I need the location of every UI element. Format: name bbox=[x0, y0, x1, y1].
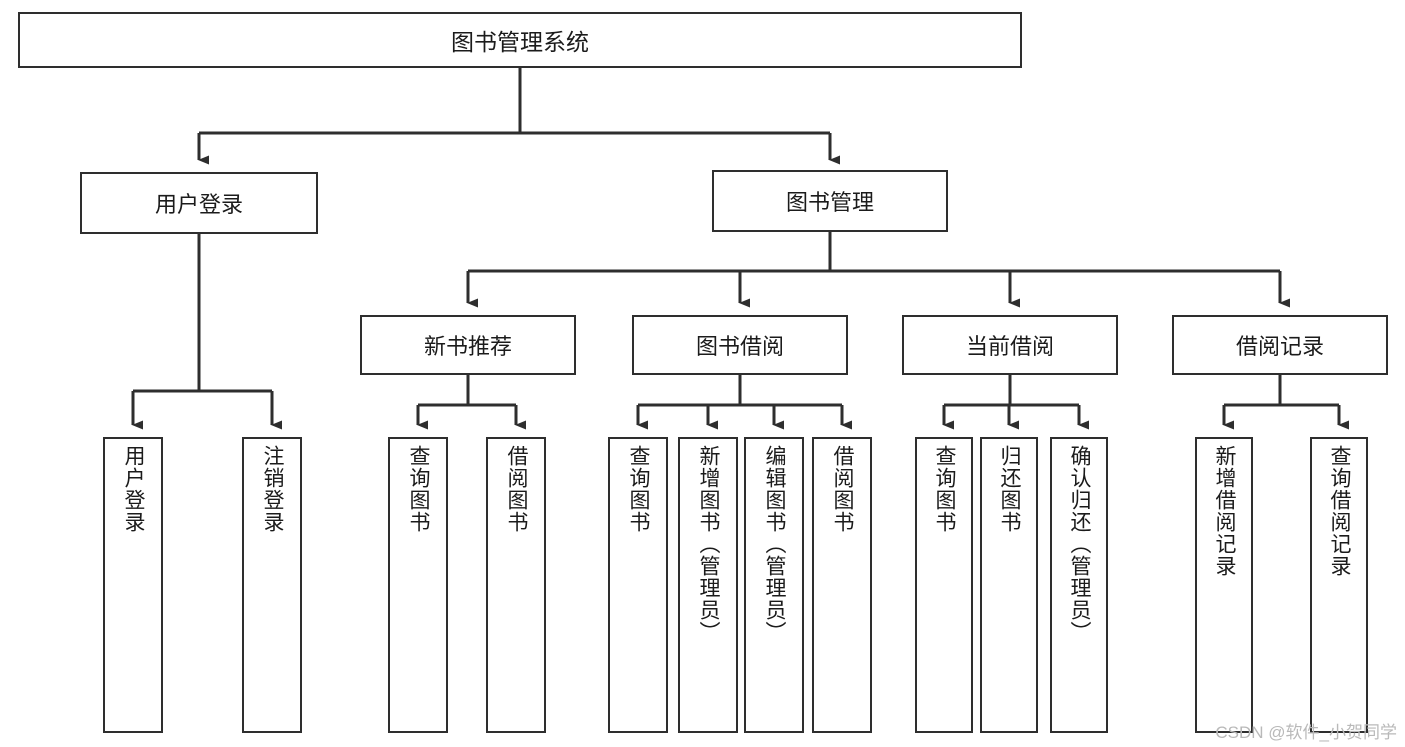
node-leaf-query-record[interactable]: 查询借阅记录 bbox=[1310, 437, 1368, 733]
node-label: 查询借阅记录 bbox=[1328, 445, 1352, 577]
node-leaf-edit-book[interactable]: 编辑图书（管理员） bbox=[744, 437, 804, 733]
node-label: 编辑图书（管理员） bbox=[763, 445, 787, 643]
node-label: 用户登录 bbox=[154, 192, 243, 217]
node-label: 确认归还（管理员） bbox=[1068, 445, 1092, 643]
node-leaf-user-login[interactable]: 用户登录 bbox=[103, 437, 163, 733]
node-leaf-borrow-book-rec[interactable]: 借阅图书 bbox=[486, 437, 546, 733]
node-label: 图书借阅 bbox=[695, 334, 784, 359]
node-label: 借阅图书 bbox=[505, 445, 529, 533]
node-label: 图书管理系统 bbox=[451, 29, 589, 55]
node-label: 图书管理 bbox=[785, 190, 874, 215]
node-label: 当前借阅 bbox=[965, 334, 1054, 359]
node-book-manage[interactable]: 图书管理 bbox=[712, 170, 948, 232]
node-leaf-confirm-return[interactable]: 确认归还（管理员） bbox=[1050, 437, 1108, 733]
node-label: 新书推荐 bbox=[423, 334, 512, 359]
node-leaf-return-book[interactable]: 归还图书 bbox=[980, 437, 1038, 733]
node-label: 借阅图书 bbox=[831, 445, 855, 533]
node-leaf-query-book-rec[interactable]: 查询图书 bbox=[388, 437, 448, 733]
node-leaf-query-book[interactable]: 查询图书 bbox=[608, 437, 668, 733]
node-leaf-borrow-book[interactable]: 借阅图书 bbox=[812, 437, 872, 733]
node-root-title[interactable]: 图书管理系统 bbox=[18, 12, 1022, 68]
node-label: 用户登录 bbox=[122, 445, 146, 533]
node-label: 查询图书 bbox=[627, 445, 651, 533]
node-label: 新增图书（管理员） bbox=[697, 445, 721, 643]
node-new-book-rec[interactable]: 新书推荐 bbox=[360, 315, 576, 375]
node-borrow-record[interactable]: 借阅记录 bbox=[1172, 315, 1388, 375]
node-label: 归还图书 bbox=[998, 445, 1022, 533]
node-label: 查询图书 bbox=[933, 445, 957, 533]
node-current-borrow[interactable]: 当前借阅 bbox=[902, 315, 1118, 375]
node-leaf-add-book[interactable]: 新增图书（管理员） bbox=[678, 437, 738, 733]
node-leaf-query-book-cur[interactable]: 查询图书 bbox=[915, 437, 973, 733]
node-leaf-logout[interactable]: 注销登录 bbox=[242, 437, 302, 733]
node-label: 注销登录 bbox=[261, 445, 285, 533]
node-book-borrow[interactable]: 图书借阅 bbox=[632, 315, 848, 375]
node-user-login[interactable]: 用户登录 bbox=[80, 172, 318, 234]
node-leaf-add-record[interactable]: 新增借阅记录 bbox=[1195, 437, 1253, 733]
node-label: 查询图书 bbox=[407, 445, 431, 533]
node-label: 借阅记录 bbox=[1235, 334, 1324, 359]
node-label: 新增借阅记录 bbox=[1213, 445, 1237, 577]
